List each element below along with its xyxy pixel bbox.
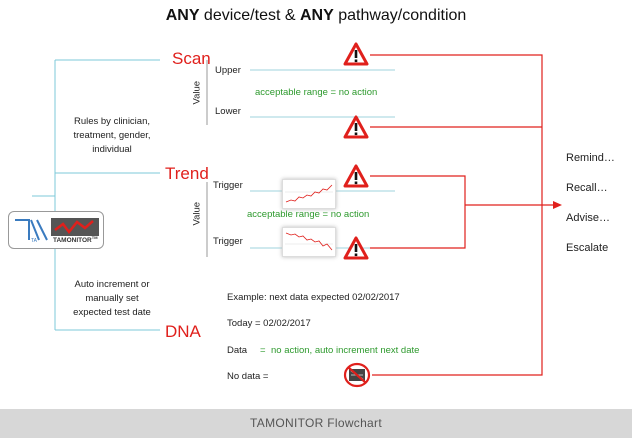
trend-trigger-top: Trigger — [213, 180, 243, 191]
tamonitor-logo: TAMONITORTM TA — [8, 211, 104, 249]
trend-value-label: Value — [191, 201, 203, 226]
dna-data-result: no action, auto increment next date — [271, 345, 420, 356]
no-data-stop-icon — [343, 362, 371, 388]
dna-no-data-label: No data = — [227, 371, 269, 382]
auto-increment-note: Auto increment or manually set expected … — [73, 279, 151, 318]
action-advise: Advise… — [566, 212, 611, 224]
scan-upper-label: Upper — [215, 65, 241, 76]
scan-value-label: Value — [191, 80, 203, 105]
action-escalate: Escalate — [566, 242, 609, 254]
diagram-title: ANY device/test & ANY pathway/condition — [165, 7, 467, 24]
scan-lower-label: Lower — [215, 106, 241, 117]
stage-scan: Scan — [172, 49, 211, 68]
escalation-lines — [370, 54, 562, 376]
trend-up-thumbnail — [282, 179, 336, 209]
logo-text: TAMONITOR — [53, 237, 92, 245]
dna-data-label: Data — [227, 345, 248, 356]
scan-range-text: acceptable range = no action — [255, 87, 378, 98]
action-recall: Recall… — [566, 182, 608, 194]
stage-trend: Trend — [165, 164, 209, 183]
warning-icon — [343, 115, 369, 139]
dna-today-text: Today = 02/02/2017 — [227, 318, 311, 329]
logo-tm: TM — [91, 235, 98, 240]
dna-data-eq: = — [260, 345, 266, 356]
warning-icon — [343, 164, 369, 188]
warning-icon — [343, 236, 369, 260]
warning-icon — [343, 42, 369, 66]
trend-trigger-bottom: Trigger — [213, 236, 243, 247]
trend-range-text: acceptable range = no action — [247, 209, 370, 220]
action-remind: Remind… — [566, 152, 615, 164]
logo-sub: TA — [31, 238, 38, 244]
dna-example-text: Example: next data expected 02/02/2017 — [227, 292, 400, 303]
logo-connectors — [32, 59, 160, 331]
rules-note: Rules by clinician, treatment, gender, i… — [73, 116, 151, 155]
logo-graphic — [15, 218, 99, 241]
footer-caption: TAMONITOR Flowchart — [0, 409, 632, 438]
stage-dna: DNA — [165, 322, 201, 341]
trend-down-thumbnail — [282, 227, 336, 257]
